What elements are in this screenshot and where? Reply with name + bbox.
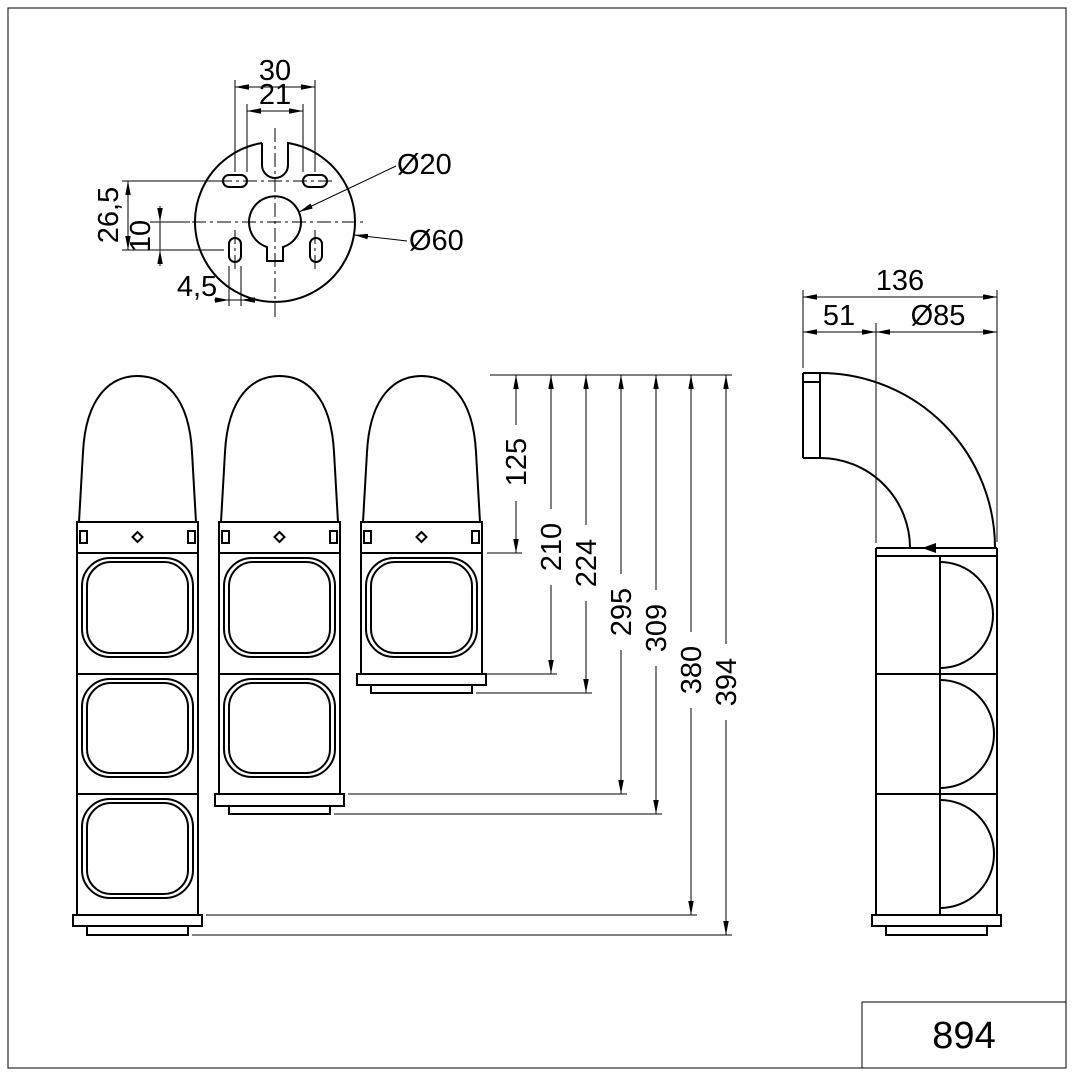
- page-border: [7, 7, 1067, 1069]
- front-view-tower-3tier: [72, 374, 203, 936]
- dim-slot-spacing: 30: [259, 55, 291, 87]
- dim-body-diameter: Ø85: [911, 300, 966, 332]
- dim-center-hole-diameter: Ø20: [397, 149, 452, 181]
- dim-tier3-total: 394: [711, 658, 743, 706]
- title-block: 894: [861, 1001, 1067, 1069]
- dim-tier1-total: 224: [571, 539, 603, 587]
- dim-lower-slot-offset: 10: [125, 220, 157, 252]
- dim-slot-row-spacing: 26,5: [93, 187, 125, 243]
- dim-bracket-offset: 51: [823, 300, 855, 332]
- front-view-tower-2tier: [214, 374, 345, 815]
- dim-head-height: 125: [501, 438, 533, 486]
- dim-tier3-height: 380: [676, 646, 708, 694]
- dim-slot-inner-spacing: 21: [259, 79, 291, 111]
- side-view: 136 51 Ø85: [802, 265, 1002, 936]
- front-view-dimensions: 125 210 224 295 309 380 394: [192, 374, 743, 936]
- dim-tier1-height: 210: [536, 523, 568, 571]
- top-view: 30 21 26,5 10 4,5 Ø20 Ø60: [93, 55, 464, 318]
- front-view-tower-1tier: [356, 374, 487, 694]
- dim-tier2-total: 309: [641, 604, 673, 652]
- part-number: 894: [932, 1015, 995, 1057]
- dim-overall-depth: 136: [876, 265, 924, 297]
- dim-slot-width: 4,5: [177, 271, 217, 303]
- orientation-arrow-icon: [922, 543, 936, 553]
- dim-flange-diameter: Ø60: [409, 225, 464, 257]
- dim-tier2-height: 295: [606, 588, 638, 636]
